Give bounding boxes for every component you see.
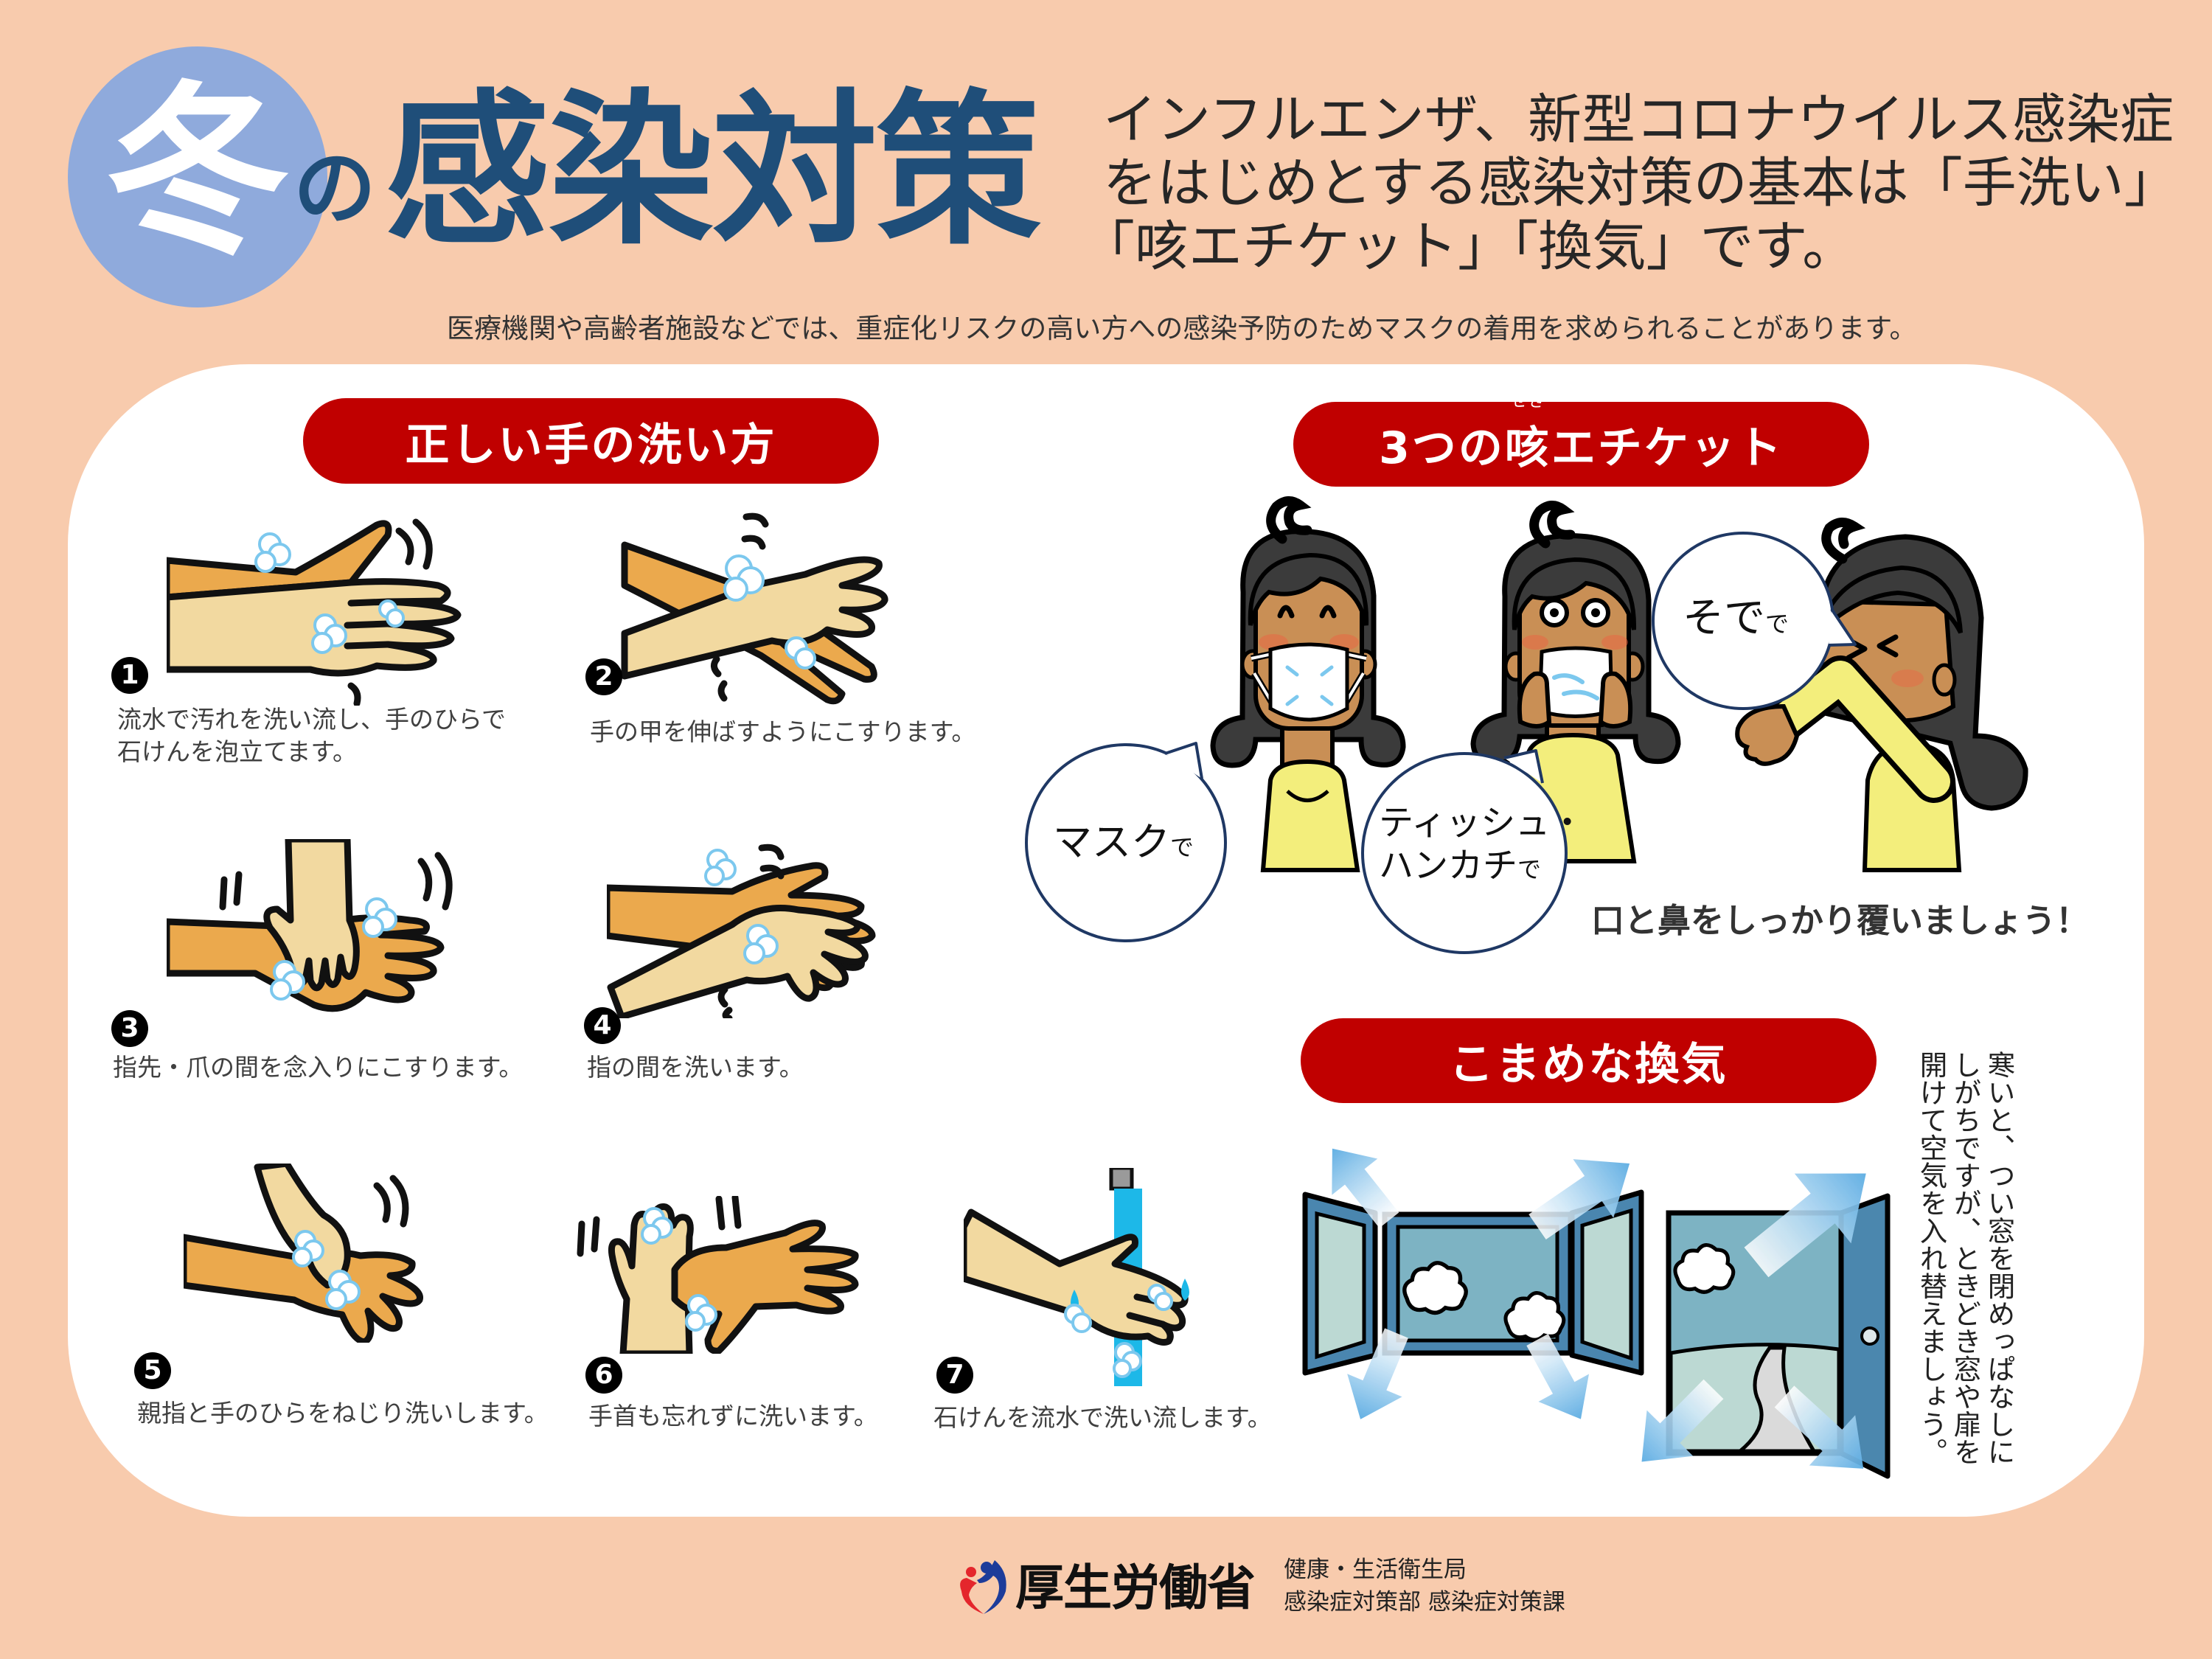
section-title-handwashing-label: 正しい手の洗い方 [405,419,777,471]
step-number-7: 7 [936,1357,973,1394]
step-2-text: 手の甲を伸ばすようにこすります。 [590,716,975,748]
intro-paragraph: インフルエンザ、新型コロナウイルス感染症 をはじめとする感染対策の基本は「手洗い… [1081,88,2178,279]
door-knob [1860,1326,1879,1346]
hands-interlace-fingers-illustration [607,844,876,1018]
hands-rub-back-illustration [621,512,888,705]
ventilation-text-column-1: 寒いと、つい窓を閉めっぱなしに [1983,1051,2015,1466]
ventilation-text-column-2: しがちですが、ときどき窓や扉を [1949,1051,1981,1466]
bubble-mask-label: マスク [1053,820,1170,865]
ventilation-illustration [1302,1143,1895,1495]
cough-title-suffix: エチケット [1551,422,1784,474]
bureau-name: 健康・生活衛生局 [1284,1557,1467,1583]
cough-etiquette-illustration [1025,496,2028,954]
step-6-line-1: 手首も忘れずに洗います。 [588,1402,878,1430]
hands-wash-wrist-illustration [577,1196,859,1354]
mask-notice: 医療機関や高齢者施設などでは、重症化リスクの高い方への感染予防のためマスクの着用… [447,313,1917,344]
cough-title-furigana: せき [1510,392,1546,411]
faucet-icon [1109,1168,1134,1191]
step-number-1: 1 [111,657,148,694]
step-7-line-1: 石けんを流水で洗い流します。 [933,1403,1272,1432]
step-number-2: 2 [585,658,622,695]
ministry-division: 健康・生活衛生局 感染症対策部 感染症対策課 [1284,1554,1565,1618]
open-window [1302,1189,1644,1376]
bubble-tissue-line-1: ティッシュ・ [1379,803,1585,844]
intro-line-2: をはじめとする感染対策の基本は「手洗い」 [1103,152,2178,215]
speech-bubble-sleeve [1652,532,1857,710]
bubble-mask-suffix: で [1170,833,1194,861]
bubble-mask-text: マスクで [1053,821,1194,869]
winter-badge-char: 冬 [98,65,298,279]
section-title-ventilation-label: こまめな換気 [1449,1039,1728,1091]
woman-with-mask [1210,496,1406,872]
cough-caption: 口と鼻をしっかり覆いましょう！ [1591,901,2090,940]
step-5-line-1: 親指と手のひらをねじり洗いします。 [137,1399,549,1427]
bubble-sleeve-label: そで [1683,594,1765,642]
step-number-3: 3 [111,1010,148,1047]
page-title: 感染対策 [385,74,1041,267]
ventilation-text: 寒いと、つい窓を閉めっぱなしに しがちですが、ときどき窓や扉を 開けて空気を入れ… [1914,1051,2016,1486]
step-number-6: 6 [585,1357,622,1394]
division-name: 感染症対策部 感染症対策課 [1284,1589,1565,1615]
cough-title-prefix: 3つの [1379,422,1505,474]
hands-rinse-faucet-illustration [964,1168,1189,1386]
intro-line-1: インフルエンザ、新型コロナウイルス感染症 [1103,88,2174,151]
step-6-text: 手首も忘れずに洗います。 [588,1400,878,1433]
step-4-line-1: 指の間を洗います。 [587,1053,804,1082]
cough-title-ruby: せき咳 [1504,393,1551,476]
intro-line-3: 「咳エチケット」「換気」です。 [1081,215,1857,278]
mhlw-heart-logo-icon [960,1560,1006,1614]
speech-bubble-tissue [1361,749,1568,954]
step-2-line-1: 手の甲を伸ばすようにこすります。 [590,717,976,746]
step-1-line-2: 石けんを泡立てます。 [117,737,358,766]
step-3-text: 指先・爪の間を念入りにこすります。 [113,1051,523,1084]
step-7-text: 石けんを流水で洗い流します。 [933,1402,1272,1434]
step-number-5: 5 [134,1352,171,1389]
step-1-text: 流水で汚れを洗い流し、手のひらで 石けんを泡立てます。 [117,703,506,768]
title-particle: の [293,141,376,237]
section-title-cough-etiquette: 3つのせき咳エチケット [1293,393,1869,487]
cough-title-kanji: 咳 [1504,422,1551,474]
step-3-line-1: 指先・爪の間を念入りにこすります。 [113,1053,524,1082]
ministry-name: 厚生労働省 [1015,1559,1256,1616]
hands-rub-fingertips-illustration [167,839,453,1012]
step-5-text: 親指と手のひらをねじり洗いします。 [137,1397,549,1430]
hands-twist-thumb-illustration [184,1164,423,1343]
woman-coughing-into-sleeve [1735,518,2028,872]
bubble-sleeve-suffix: で [1765,610,1790,638]
hands-lather-palms-illustration [167,518,462,706]
winter-badge-circle: 冬 [68,46,327,307]
ventilation-text-column-3: 開けて空気を入れ替えましょう。 [1915,1051,1947,1466]
bubble-sleeve-text: そでで [1683,597,1789,645]
bubble-tissue-suffix: で [1517,855,1542,883]
woman-with-tissue [1470,501,1681,863]
step-4-text: 指の間を洗います。 [587,1051,804,1084]
bubble-tissue-text: ティッシュ・ ハンカチで [1379,802,1585,891]
speech-bubble-mask [1025,742,1227,942]
bubble-tissue-line-2: ハンカチ [1379,846,1517,886]
step-1-line-1: 流水で汚れを洗い流し、手のひらで [117,705,507,734]
section-title-handwashing: 正しい手の洗い方 [303,398,879,484]
section-title-ventilation: こまめな換気 [1301,1018,1877,1103]
step-number-4: 4 [584,1007,621,1044]
